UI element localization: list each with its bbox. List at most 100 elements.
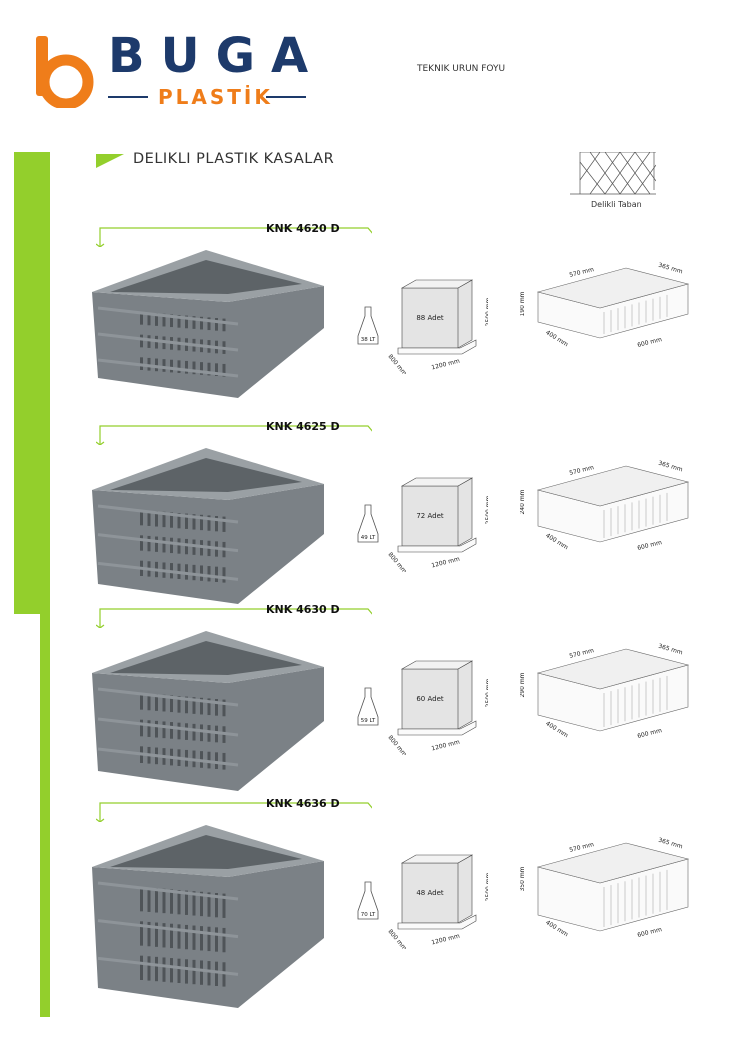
crate-interior <box>110 641 302 675</box>
crate-rib <box>97 717 239 737</box>
crate-rib <box>97 561 239 581</box>
pallet-count: 48 Adet <box>416 889 444 897</box>
crate-rib <box>97 533 239 553</box>
crate-slot <box>162 359 166 372</box>
crate-slot <box>155 313 158 326</box>
crate-slot <box>162 537 166 553</box>
crate-slot <box>170 923 173 949</box>
pallet-depth: 800 mm <box>388 353 408 374</box>
crate-slot <box>222 699 226 717</box>
crate-rib <box>97 919 239 939</box>
crate-slot <box>185 890 188 915</box>
crate-slot <box>215 516 218 532</box>
pallet-width: 1200 mm <box>431 739 461 753</box>
crate-rib <box>97 306 239 326</box>
crate-body <box>92 631 324 791</box>
crate-rib <box>97 358 239 378</box>
brand-subtitle-row: PLASTİK <box>108 85 308 109</box>
crate-slot <box>192 564 196 581</box>
volume-label: 70 LT <box>361 912 376 918</box>
crate-slot <box>162 957 166 982</box>
crate-slot <box>207 725 211 742</box>
crate-slot <box>177 890 181 915</box>
crate-slot <box>200 316 203 330</box>
pallet-box-top <box>400 660 474 670</box>
side-accent-bar-lower <box>40 614 50 1017</box>
crate-slot <box>177 696 181 713</box>
crate-slot <box>155 720 158 738</box>
section-bracket <box>96 425 372 445</box>
crate-slot <box>155 888 158 913</box>
bottle-outline <box>357 687 379 726</box>
crate-slot <box>170 695 173 713</box>
crate-rib <box>97 687 239 707</box>
pallet-base <box>397 720 477 736</box>
inner-height: 240 mm <box>520 489 526 514</box>
crate-rib <box>97 881 239 901</box>
perforated-base-icon <box>570 152 656 195</box>
crate-slot <box>170 722 173 739</box>
inner-width: 365 mm <box>657 837 683 851</box>
volume-bottle-icon: 49 LT <box>357 504 379 543</box>
crate-slot <box>177 538 181 554</box>
crate-slot <box>185 360 188 374</box>
crate-slot <box>200 926 203 951</box>
crate-slot <box>192 723 196 741</box>
divider <box>266 96 306 98</box>
section-bracket <box>96 227 372 247</box>
pallet-count: 72 Adet <box>416 512 444 520</box>
crate-image <box>92 631 324 791</box>
pallet-depth: 800 mm <box>388 928 408 949</box>
crate-outline-top <box>536 267 690 309</box>
document-label: TEKNIK URUN FOYU <box>417 64 506 74</box>
outer-width: 400 mm <box>544 720 569 739</box>
crate-body <box>92 448 324 604</box>
crate-slot <box>147 693 151 711</box>
crate-slot <box>215 752 218 769</box>
crate-slot <box>207 926 211 952</box>
crate-slot <box>162 923 166 948</box>
crate-rib <box>97 956 239 976</box>
crate-slot <box>140 719 143 737</box>
crate-body <box>92 250 324 398</box>
crate-slot <box>147 312 151 326</box>
crate-slot <box>147 921 151 947</box>
crate-slot <box>222 893 226 918</box>
volume-bottle-icon: 70 LT <box>357 881 379 920</box>
crate-image <box>92 825 324 1008</box>
crate-slot <box>200 891 203 917</box>
volume-bottle-icon: 38 LT <box>357 306 379 345</box>
crate-slot <box>222 516 226 532</box>
crate-slot <box>177 924 181 949</box>
crate-slot <box>207 961 211 986</box>
crate-slot <box>207 515 211 531</box>
brand-subtitle: PLASTİK <box>158 85 273 109</box>
crate-slot <box>200 697 203 715</box>
crate-slot <box>207 892 211 917</box>
crate-slot <box>170 359 173 373</box>
crate-slot <box>162 721 166 739</box>
outer-length: 600 mm <box>637 539 663 552</box>
crate-outline-top <box>536 648 690 690</box>
crate-slot <box>185 696 188 714</box>
crate-slot <box>192 697 196 714</box>
pallet-box-top <box>400 279 474 289</box>
crate-slot <box>215 566 218 582</box>
volume-bottle-icon: 59 LT <box>357 687 379 726</box>
crate-slot <box>155 956 158 982</box>
crate-interior <box>110 835 302 869</box>
crate-rib <box>97 332 239 352</box>
crate-slot <box>192 539 196 555</box>
crate-image <box>92 250 324 398</box>
crate-slot <box>222 567 226 583</box>
pallet-count: 88 Adet <box>416 314 444 322</box>
product-code: KNK 4620 D <box>266 222 340 235</box>
crate-slot <box>192 316 196 329</box>
pallet-count: 60 Adet <box>416 695 444 703</box>
outer-width: 400 mm <box>544 532 569 551</box>
inner-height: 190 mm <box>520 291 526 316</box>
bottle-outline <box>357 306 379 345</box>
product-code: KNK 4625 D <box>266 420 340 433</box>
crate-slot <box>140 955 143 980</box>
